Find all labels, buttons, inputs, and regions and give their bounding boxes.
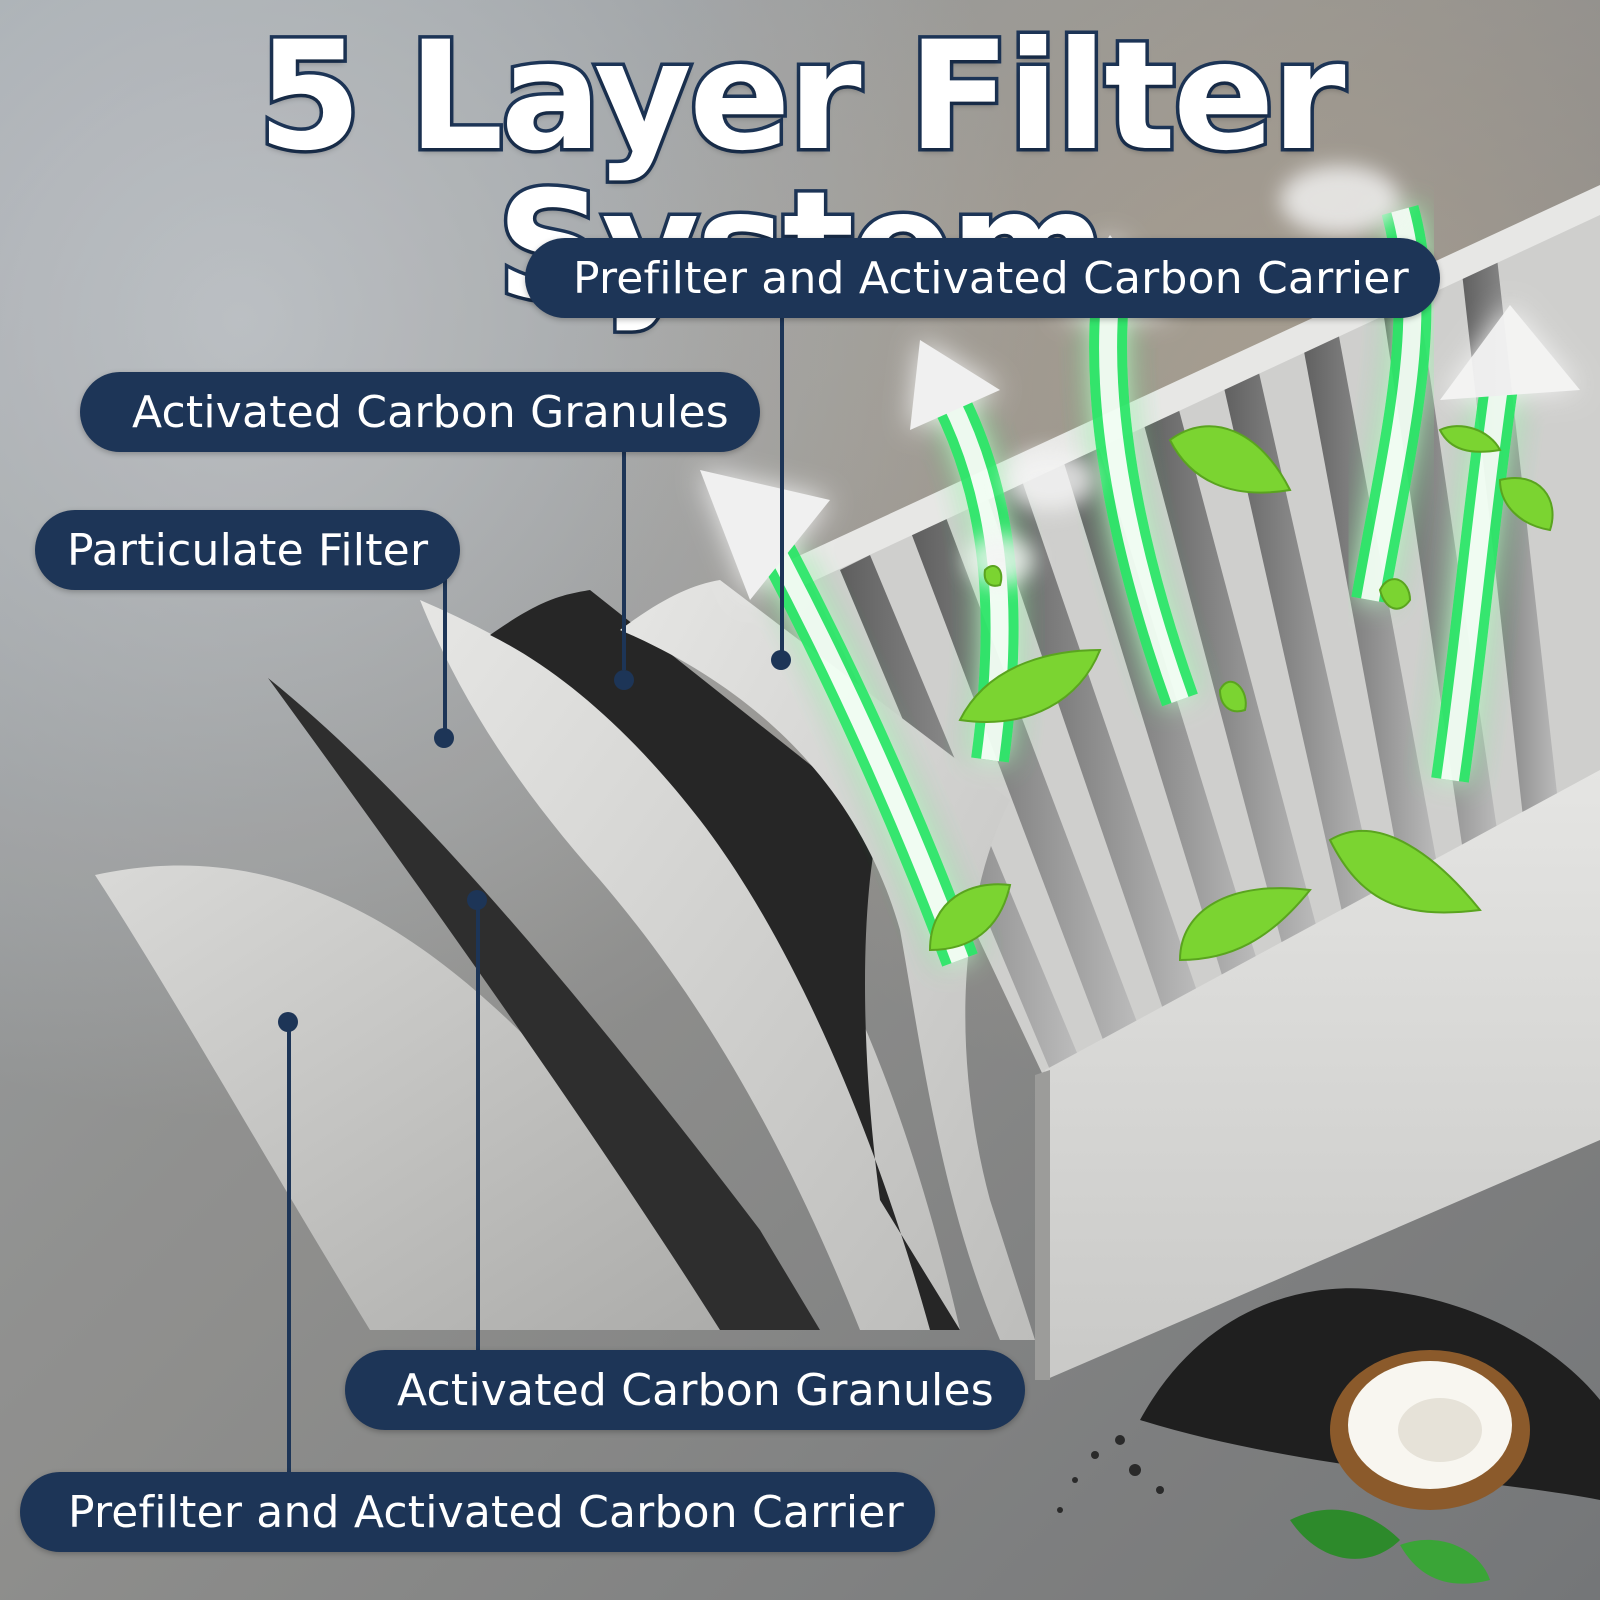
label-text: Prefilter and Activated Carbon Carrier: [68, 1486, 904, 1538]
label-text: Particulate Filter: [67, 524, 429, 576]
label-activated-carbon-bottom: Activated Carbon Granules: [345, 1350, 1025, 1430]
label-activated-carbon-top: Activated Carbon Granules: [80, 372, 760, 452]
connector-dot: [467, 890, 487, 910]
connector-dot: [771, 650, 791, 670]
connector-line: [622, 440, 626, 670]
connector-dot: [434, 728, 454, 748]
connector-line: [780, 310, 784, 660]
label-text: Activated Carbon Granules: [132, 386, 729, 438]
label-text: Prefilter and Activated Carbon Carrier: [573, 252, 1409, 304]
connector-dot: [278, 1012, 298, 1032]
green-leaf-icon: [928, 425, 1554, 962]
upward-air-flow-arrow-icon: [700, 470, 978, 967]
prefilter-sheet: [95, 865, 820, 1330]
coconut-icon: [1290, 1350, 1530, 1584]
label-prefilter-top: Prefilter and Activated Carbon Carrier: [525, 238, 1440, 318]
label-prefilter-bottom: Prefilter and Activated Carbon Carrier: [20, 1472, 935, 1552]
particulate-sheet: [420, 600, 960, 1330]
connector-line: [287, 1020, 291, 1475]
connector-dot: [614, 670, 634, 690]
connector-line: [443, 575, 447, 735]
smoke-puffs: [965, 165, 1400, 585]
carbon-sheet-upper: [490, 590, 960, 1330]
upward-air-flow-arrow-icon: [1431, 305, 1580, 783]
prefilter-sheet-top: [620, 580, 1035, 1340]
carbon-sheet-lower: [268, 678, 820, 1330]
label-particulate-filter: Particulate Filter: [35, 510, 460, 590]
label-text: Activated Carbon Granules: [397, 1364, 994, 1416]
connector-line: [476, 895, 480, 1350]
